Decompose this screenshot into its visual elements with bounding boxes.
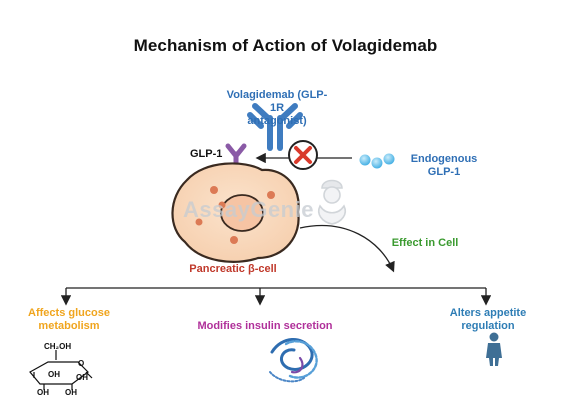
effect-appetite-line2: regulation xyxy=(461,320,515,332)
watermark: AssayGenie xyxy=(183,197,314,222)
cell-label: Pancreatic β-cell xyxy=(189,263,277,275)
effect-glucose-label: Affects glucose metabolism xyxy=(14,307,124,333)
glucose-oh-bottom-right: OH xyxy=(65,388,77,397)
glucose-ring-o: O xyxy=(78,359,84,368)
glucose-structure-icon xyxy=(29,350,93,390)
effect-glucose-line2: metabolism xyxy=(38,320,100,332)
glucose-oh-left: OH xyxy=(48,370,60,379)
effect-label: Effect in Cell xyxy=(391,237,459,249)
beta-cell-icon xyxy=(171,162,300,263)
glucose-oh-right: OH xyxy=(76,373,88,382)
glucose-ch2oh: CH₂OH xyxy=(44,342,71,351)
endogenous-label-line1: Endogenous xyxy=(410,153,478,165)
glp1-molecules-icon xyxy=(359,153,395,169)
insulin-protein-icon xyxy=(269,338,318,383)
receptor-label: GLP-1 xyxy=(190,148,223,160)
watermark-genie-icon xyxy=(317,179,347,225)
diagram-title: Mechanism of Action of Volagidemab xyxy=(133,36,438,55)
effect-arrow xyxy=(299,224,395,273)
effects-branch xyxy=(60,287,492,306)
person-icon xyxy=(486,332,502,366)
effect-appetite-line1: Alters appetite xyxy=(449,307,527,319)
glucose-oh-bottom-left: OH xyxy=(37,388,49,397)
endogenous-label: Endogenous GLP-1 xyxy=(404,153,484,179)
block-icon xyxy=(288,140,318,170)
antibody-icon xyxy=(247,103,303,151)
endogenous-label-line2: GLP-1 xyxy=(427,166,461,178)
drug-label-line1: Volagidemab (GLP-1R xyxy=(226,89,328,114)
drug-label: Volagidemab (GLP-1R antagonist) xyxy=(222,89,332,128)
drug-label-line2: antagonist) xyxy=(247,115,307,127)
effect-insulin-label: Modifies insulin secretion xyxy=(197,320,333,332)
effect-glucose-line1: Affects glucose xyxy=(28,307,110,319)
effect-appetite-label: Alters appetite regulation xyxy=(438,307,538,333)
glucose-structure-labels: CH₂OH O OH OH OH OH xyxy=(37,342,88,397)
